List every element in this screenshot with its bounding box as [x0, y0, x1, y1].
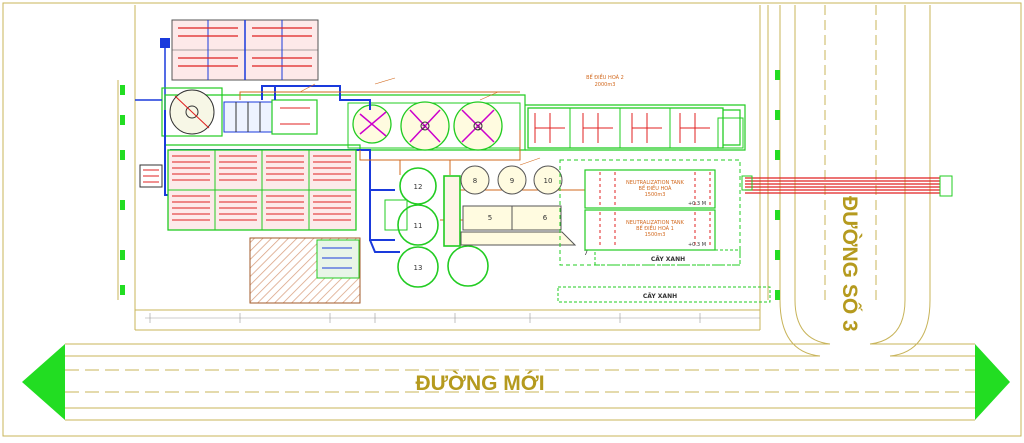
svg-text:13: 13 — [414, 264, 423, 272]
green-area-1 — [594, 249, 741, 266]
green-area-1-label: CÂY XANH — [651, 256, 685, 263]
neutralization-tank-2 — [584, 209, 716, 251]
aeration-tanks — [139, 149, 357, 231]
dimension-ticks — [145, 313, 760, 323]
boundary-markers — [120, 70, 780, 300]
green-area-2 — [557, 286, 771, 303]
clarifier-1 — [161, 87, 223, 137]
annotation-marks — [299, 77, 541, 166]
pump-house — [223, 99, 318, 135]
svg-text:12: 12 — [414, 183, 423, 191]
svg-text:9: 9 — [510, 177, 514, 185]
svg-text:10: 10 — [544, 177, 553, 185]
side-road-label: ĐƯỜNG SỐ 3 — [838, 196, 862, 332]
svg-text:6: 6 — [543, 214, 548, 222]
neutralization-tank-1 — [584, 169, 716, 209]
svg-text:7: 7 — [584, 249, 588, 257]
neutralization-1-title: NEUTRALIZATION TANK — [626, 180, 685, 186]
svg-text:8: 8 — [473, 177, 477, 185]
drawing-frame — [2, 2, 1022, 437]
green-dashed-outline — [559, 159, 741, 266]
level-label-a: +0.3 M — [688, 201, 706, 207]
outlet-box — [741, 175, 753, 191]
level-label-b: +0.3 M — [688, 242, 706, 248]
svg-text:3: 3 — [476, 124, 480, 132]
top-building — [160, 19, 319, 110]
reactor-circles — [347, 101, 521, 151]
hatched-building — [249, 237, 361, 304]
neutralization-2-title: NEUTRALIZATION TANK — [626, 220, 685, 226]
neutralization-2-volume: 1500m3 — [645, 232, 666, 238]
middle-tank-circles — [384, 167, 489, 288]
neutralization-1-volume: 1500m3 — [645, 192, 666, 198]
main-road-label: ĐƯỜNG MỚI — [415, 371, 544, 395]
neutralization-1-sub: BỂ ĐIỀU HOÀ — [639, 184, 673, 192]
svg-text:11: 11 — [414, 222, 423, 230]
main-road — [65, 343, 975, 421]
top-tank-volume: 2000m3 — [595, 82, 616, 88]
neutralization-2-sub: BỂ ĐIỀU HOÀ 1 — [636, 224, 674, 232]
process-circles — [460, 165, 577, 246]
svg-text:5: 5 — [488, 214, 492, 222]
red-discharge-pipes — [745, 177, 940, 194]
equalization-tank-top — [527, 107, 744, 149]
east-arrow-icon — [975, 344, 1010, 420]
site-boundary — [117, 5, 761, 331]
top-tank-label: BỂ ĐIỀU HOÀ 2 — [586, 73, 624, 81]
svg-text:2: 2 — [422, 124, 426, 132]
west-arrow-icon — [22, 344, 65, 420]
discharge-point — [939, 175, 953, 197]
green-area-2-label: CÂY XANH — [643, 293, 677, 300]
